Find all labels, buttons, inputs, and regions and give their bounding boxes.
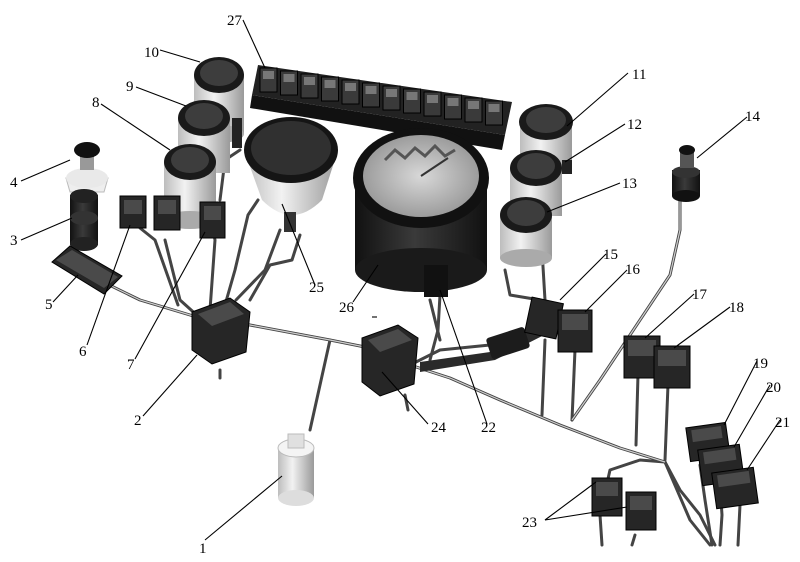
connector-16 [557,309,593,353]
connector-6 [119,195,147,229]
fuse-cell-top [447,98,459,106]
callout-25: 25 [309,280,324,296]
callout-2: 2 [134,413,142,429]
lamp-4 [65,142,109,193]
connector-7 [153,195,226,239]
callout-15: 15 [603,247,618,263]
callout-24: 24 [431,420,447,436]
fuse-cell-top [304,77,315,85]
callout-1: 1 [199,541,207,557]
connector-23 [591,477,657,531]
callout-7: 7 [127,357,135,373]
callout-22: 22 [481,420,496,436]
callout-17: 17 [692,287,708,303]
callout-labels: 1 2 3 4 5 6 7 8 9 10 11 12 13 14 15 16 1… [10,13,790,557]
callout-9: 9 [126,79,134,95]
bulb-1 [277,433,315,506]
callout-4: 4 [10,175,18,191]
fuse-cell-top [427,95,438,103]
callout-16: 16 [625,262,641,278]
callout-21: 21 [775,415,790,431]
gauge-25 [244,117,338,232]
callout-14: 14 [745,109,761,125]
callout-3: 3 [10,233,18,249]
connector-18 [653,345,691,389]
lamp-3 [70,189,98,251]
relay-box-2 [191,297,251,365]
callout-11: 11 [632,67,646,83]
sensor-14 [672,145,700,202]
callout-6: 6 [79,344,87,360]
callout-26: 26 [339,300,355,316]
callout-19: 19 [753,356,768,372]
callout-12: 12 [627,117,642,133]
harness-sleeve [420,318,550,372]
callout-20: 20 [766,380,781,396]
connector-21 [711,466,759,510]
fuse-cell-top [345,83,356,91]
fuse-cell-top [283,74,295,82]
speedometer-26 [353,128,489,297]
callout-23: 23 [522,515,537,531]
inline-connector [486,327,530,359]
fuse-cell-top [263,71,274,79]
fuse-cell-top [386,89,397,97]
callout-18: 18 [729,300,744,316]
callout-8: 8 [92,95,100,111]
callout-27: 27 [227,13,243,29]
fuse-cell-top [406,92,418,100]
callout-5: 5 [45,297,53,313]
fuse-cell-top [468,101,479,109]
fuse-cell-top [488,104,500,112]
callout-10: 10 [144,45,159,61]
callout-13: 13 [622,176,637,192]
connector-5 [51,245,123,295]
leader-lines [20,19,781,541]
fuse-cell-top [324,80,336,88]
relay-box-24 [361,324,419,397]
fuse-cell-top [365,86,377,94]
gauge-13 [500,197,552,267]
